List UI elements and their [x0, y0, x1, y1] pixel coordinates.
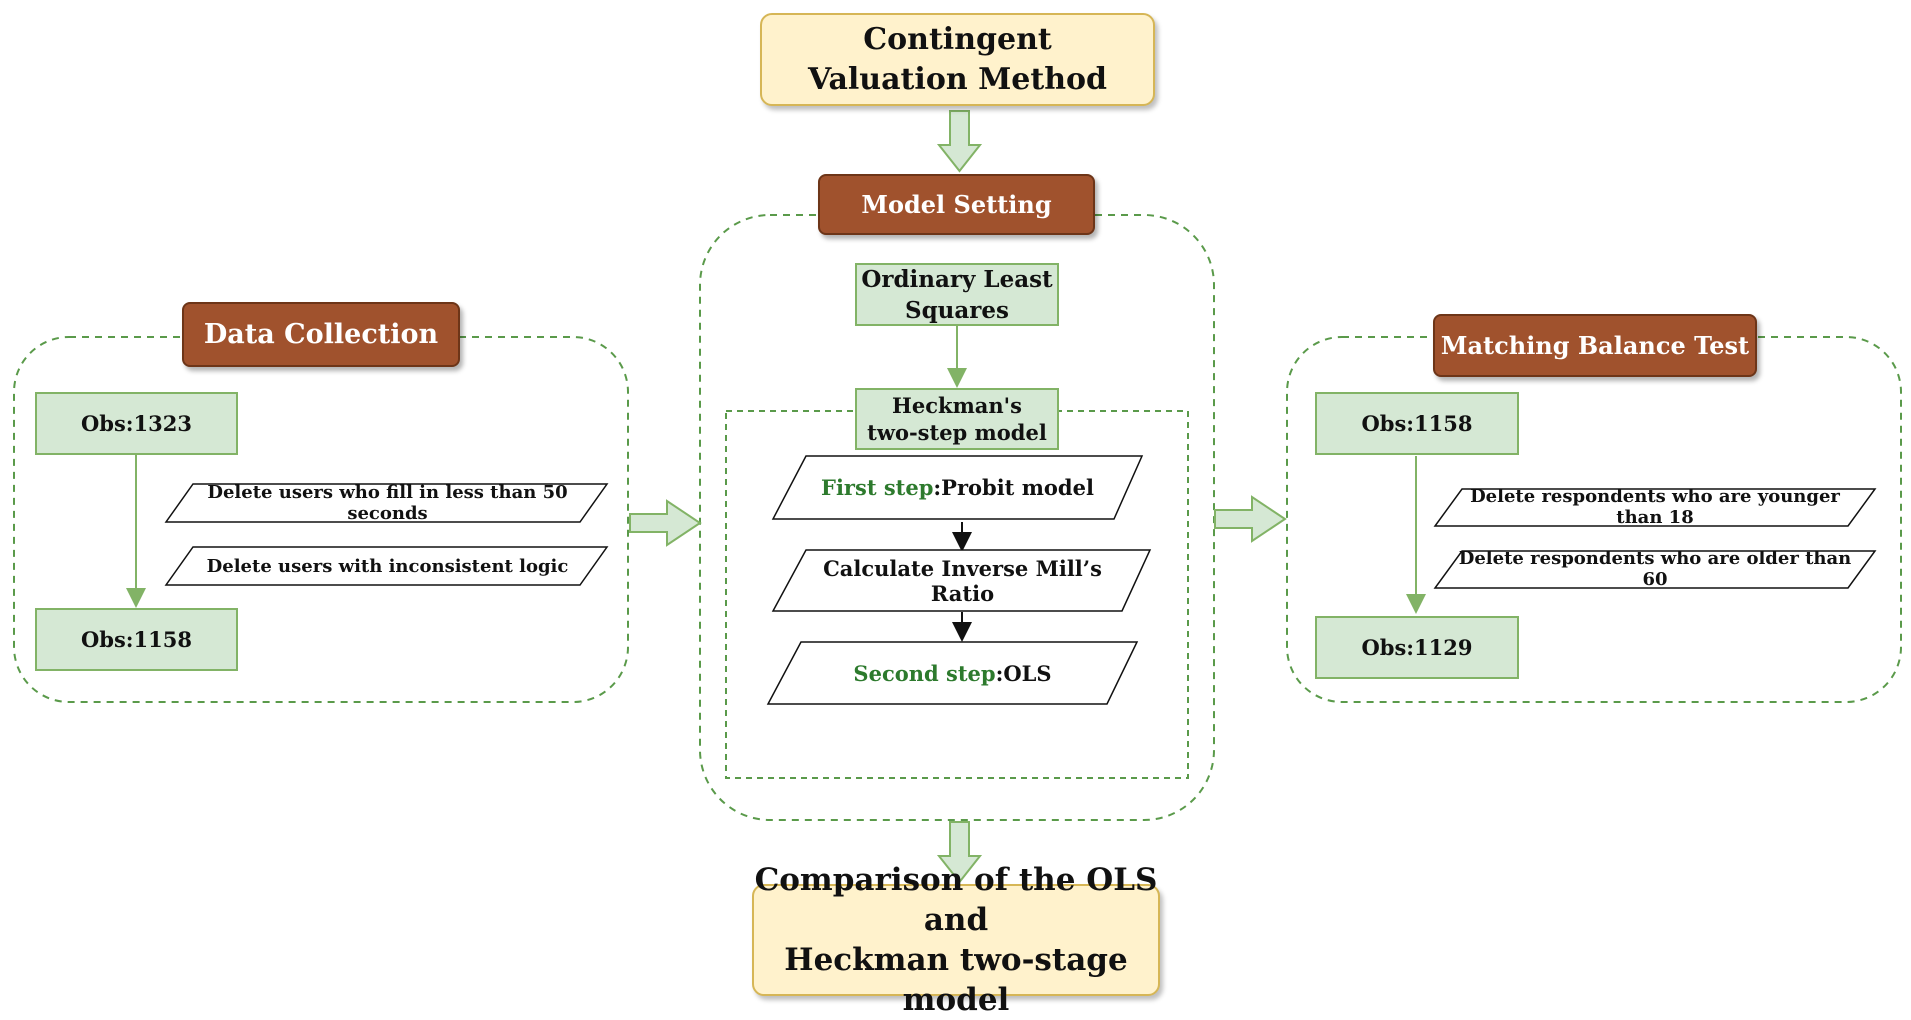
right-obs-end-box: Obs:1129	[1315, 616, 1519, 679]
end-box-line-2: Heckman two-stage model	[784, 942, 1128, 1018]
left-filter-1-text: Delete users who fill in less than 50 se…	[207, 482, 568, 524]
step1-detail: :Probit model	[933, 474, 1094, 500]
arrow-left-to-center	[629, 499, 702, 547]
ols-box-line-2: Squares	[904, 296, 1010, 324]
filter-shape-left-1	[164, 483, 609, 523]
step2-label: Second step	[853, 660, 996, 686]
start-box-contingent-valuation: Contingent Valuation Method	[760, 13, 1155, 106]
section-title-data-collection: Data Collection	[182, 302, 460, 367]
step2-text: Second step:OLS	[785, 653, 1120, 693]
step1-shape	[771, 455, 1144, 520]
end-box-line-1: Comparison of the OLS and	[754, 862, 1158, 938]
filter-shape-right-1	[1433, 488, 1877, 527]
section-title-model-setting: Model Setting	[818, 174, 1095, 235]
section-title-matching-balance: Matching Balance Test	[1433, 314, 1757, 377]
right-filter-1-text: Delete respondents who are younger than …	[1470, 486, 1840, 528]
heckman-box-line-2: two-step model	[867, 420, 1047, 445]
left-obs-end-box: Obs:1158	[35, 608, 238, 671]
ols-box-line-1: Ordinary Least	[861, 265, 1053, 293]
ols-box: Ordinary Least Squares	[855, 263, 1059, 326]
step1-label: First step	[821, 474, 934, 500]
heckman-box: Heckman's two-step model	[855, 388, 1059, 450]
imr-text: Calculate Inverse Mill’s Ratio	[823, 556, 1102, 606]
step1-text: First step:Probit model	[790, 467, 1125, 507]
filter-shape-left-2	[164, 546, 609, 586]
left-obs-start-box: Obs:1323	[35, 392, 238, 455]
right-obs-start-box: Obs:1158	[1315, 392, 1519, 455]
end-box-comparison: Comparison of the OLS and Heckman two-st…	[752, 862, 1160, 1018]
filter-shape-right-2	[1433, 550, 1877, 589]
left-filter-2-text: Delete users with inconsistent logic	[206, 555, 569, 577]
arrow-center-to-right	[1214, 495, 1287, 543]
imr-shape	[771, 549, 1152, 612]
step2-detail: :OLS	[995, 660, 1052, 686]
start-box-line-2: Valuation Method	[807, 61, 1108, 97]
arrow-top-to-model	[936, 110, 983, 173]
right-filter-2-text: Delete respondents who are older than 60	[1458, 548, 1852, 590]
start-box-line-1: Contingent	[863, 21, 1052, 57]
arrow-model-to-bottom	[936, 821, 983, 884]
step2-shape	[766, 641, 1139, 705]
heckman-box-line-1: Heckman's	[892, 393, 1022, 418]
